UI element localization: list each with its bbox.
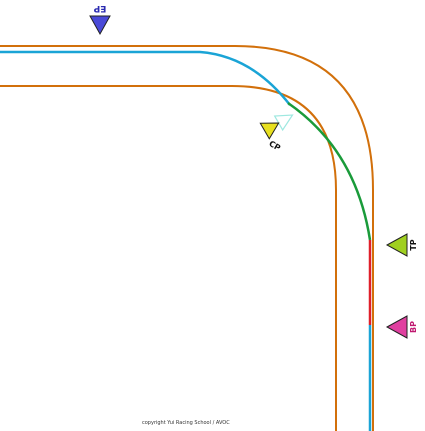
ep-triangle-icon <box>89 15 111 36</box>
bp-label: BP <box>409 321 418 333</box>
copyright-text: copyright Yui Racing School / AVOC <box>142 420 230 426</box>
tp-label: TP <box>409 239 418 250</box>
racing-line-turn <box>287 101 372 241</box>
ep-label: EP <box>93 3 106 13</box>
bp-triangle-icon <box>385 315 408 339</box>
tp-marker: TP <box>385 233 418 257</box>
racing-line-approach <box>0 50 291 106</box>
cp-marker: CP <box>259 114 294 153</box>
track-outer-edge <box>0 45 374 431</box>
ep-marker: EP <box>89 3 111 36</box>
bp-marker: BP <box>385 315 418 339</box>
cp-triangle-icon <box>259 122 280 140</box>
cp-ghost-icon <box>273 114 294 132</box>
track-inner-edge <box>0 85 337 431</box>
cp-label: CP <box>267 139 282 153</box>
tp-triangle-icon <box>385 233 408 257</box>
